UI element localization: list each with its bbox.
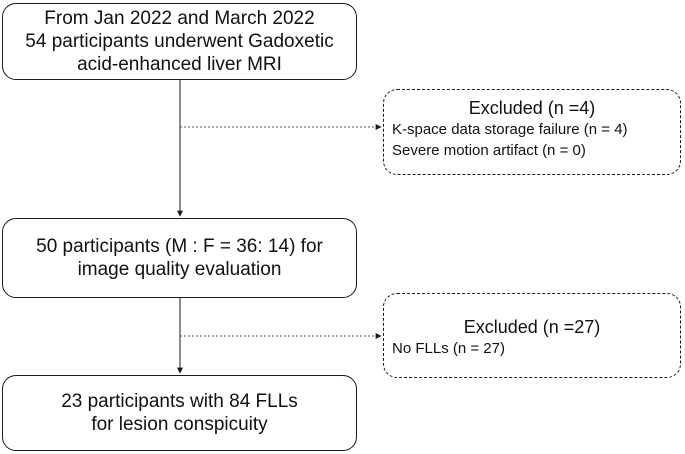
exclusion-title: Excluded (n =27) <box>463 317 601 337</box>
exclusion-item: Severe motion artifact (n = 0) <box>392 142 586 159</box>
step-box-quality-evaluation: 50 participants (M : F = 36: 14) for ima… <box>2 218 357 298</box>
step-box-line: 50 participants (M : F = 36: 14) for <box>36 236 323 257</box>
exclusion-item: K-space data storage failure (n = 4) <box>392 121 628 138</box>
step-box-line: 54 participants underwent Gadoxetic <box>25 31 334 52</box>
step-box-line: for lesion conspicuity <box>91 414 268 435</box>
step-box-line: acid-enhanced liver MRI <box>77 54 282 75</box>
exclusion-box-1: Excluded (n =4) K-space data storage fai… <box>383 89 681 175</box>
exclusion-title: Excluded (n =4) <box>468 98 596 118</box>
exclusion-box-2: Excluded (n =27) No FLLs (n = 27) <box>383 293 681 378</box>
exclusion-item: No FLLs (n = 27) <box>392 340 505 357</box>
step-box-line: image quality evaluation <box>77 259 282 280</box>
step-box-lesion-conspicuity: 23 participants with 84 FLLs for lesion … <box>2 375 357 451</box>
step-box-enrolled: From Jan 2022 and March 2022 54 particip… <box>2 3 357 80</box>
step-box-line: 23 participants with 84 FLLs <box>61 391 298 412</box>
step-box-line: From Jan 2022 and March 2022 <box>44 8 315 29</box>
